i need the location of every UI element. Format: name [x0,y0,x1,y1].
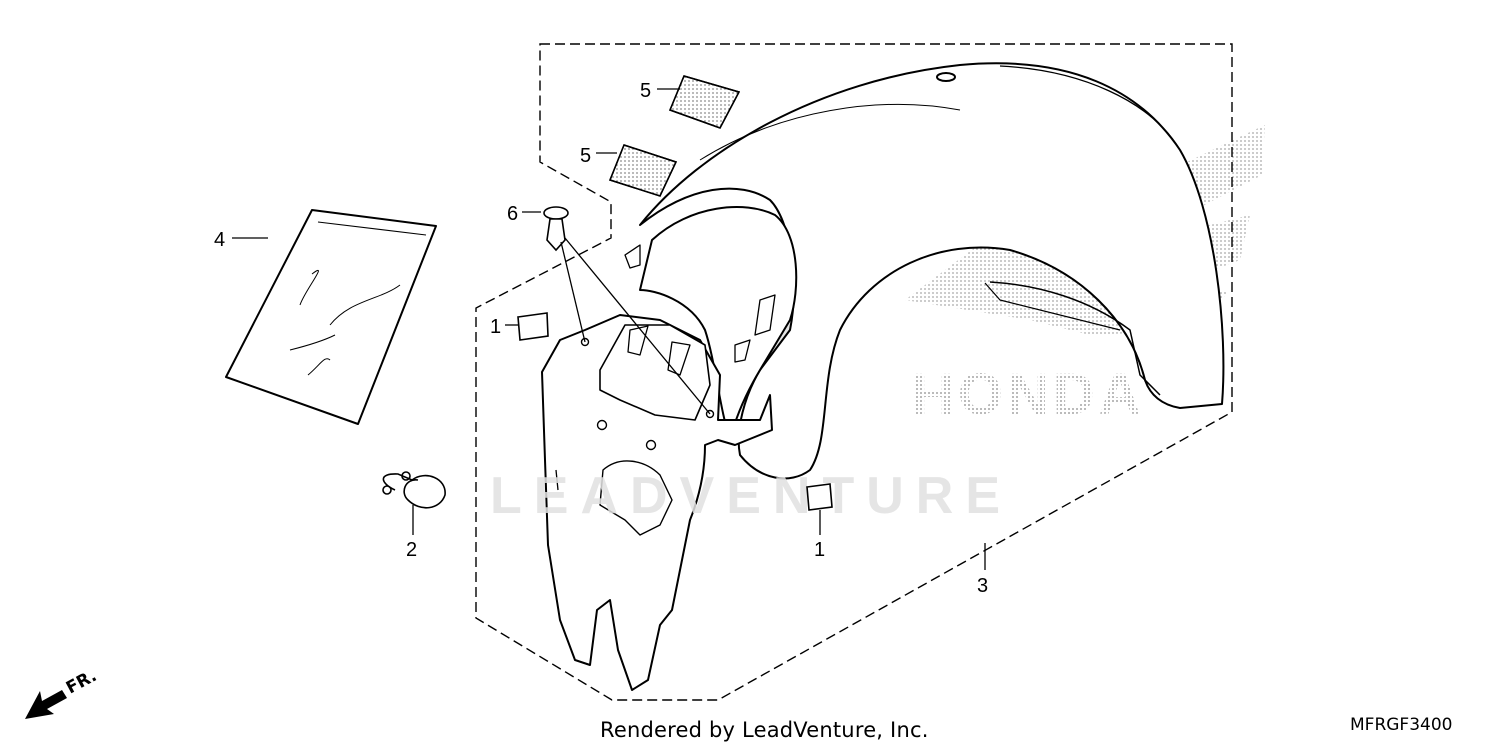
callout-1-upper: 1 [490,316,501,338]
callout-4: 4 [214,229,225,251]
part-4-bag [225,209,437,425]
callout-6: 6 [507,203,518,225]
part-6-clip [543,206,569,252]
rear-fender [624,62,1225,480]
leader-lines [232,88,986,570]
assembly-boundary [475,43,1233,701]
callout-2: 2 [406,539,417,561]
callout-3: 3 [977,575,988,597]
part-1-pad-upper [517,312,549,341]
front-arrow-icon [25,690,67,719]
diagram-code: MFRGF3400 [1350,715,1453,735]
credit-text: Rendered by LeadVenture, Inc. [600,718,929,742]
leadventure-watermark: LEADVENTURE [490,467,1012,525]
honda-watermark-text: HONDA [912,362,1145,427]
front-direction-indicator: FR. [25,666,100,719]
part-2-wire-clamp [382,471,446,509]
mud-flap [541,314,773,691]
callout-1-lower: 1 [814,539,825,561]
part-1-pad-lower [806,483,833,511]
callout-5-lower: 5 [580,145,591,167]
part-5-reflector-upper [669,75,741,129]
part-5-reflector-lower [609,144,678,197]
front-label: FR. [63,666,100,698]
callout-5-upper: 5 [640,80,651,102]
